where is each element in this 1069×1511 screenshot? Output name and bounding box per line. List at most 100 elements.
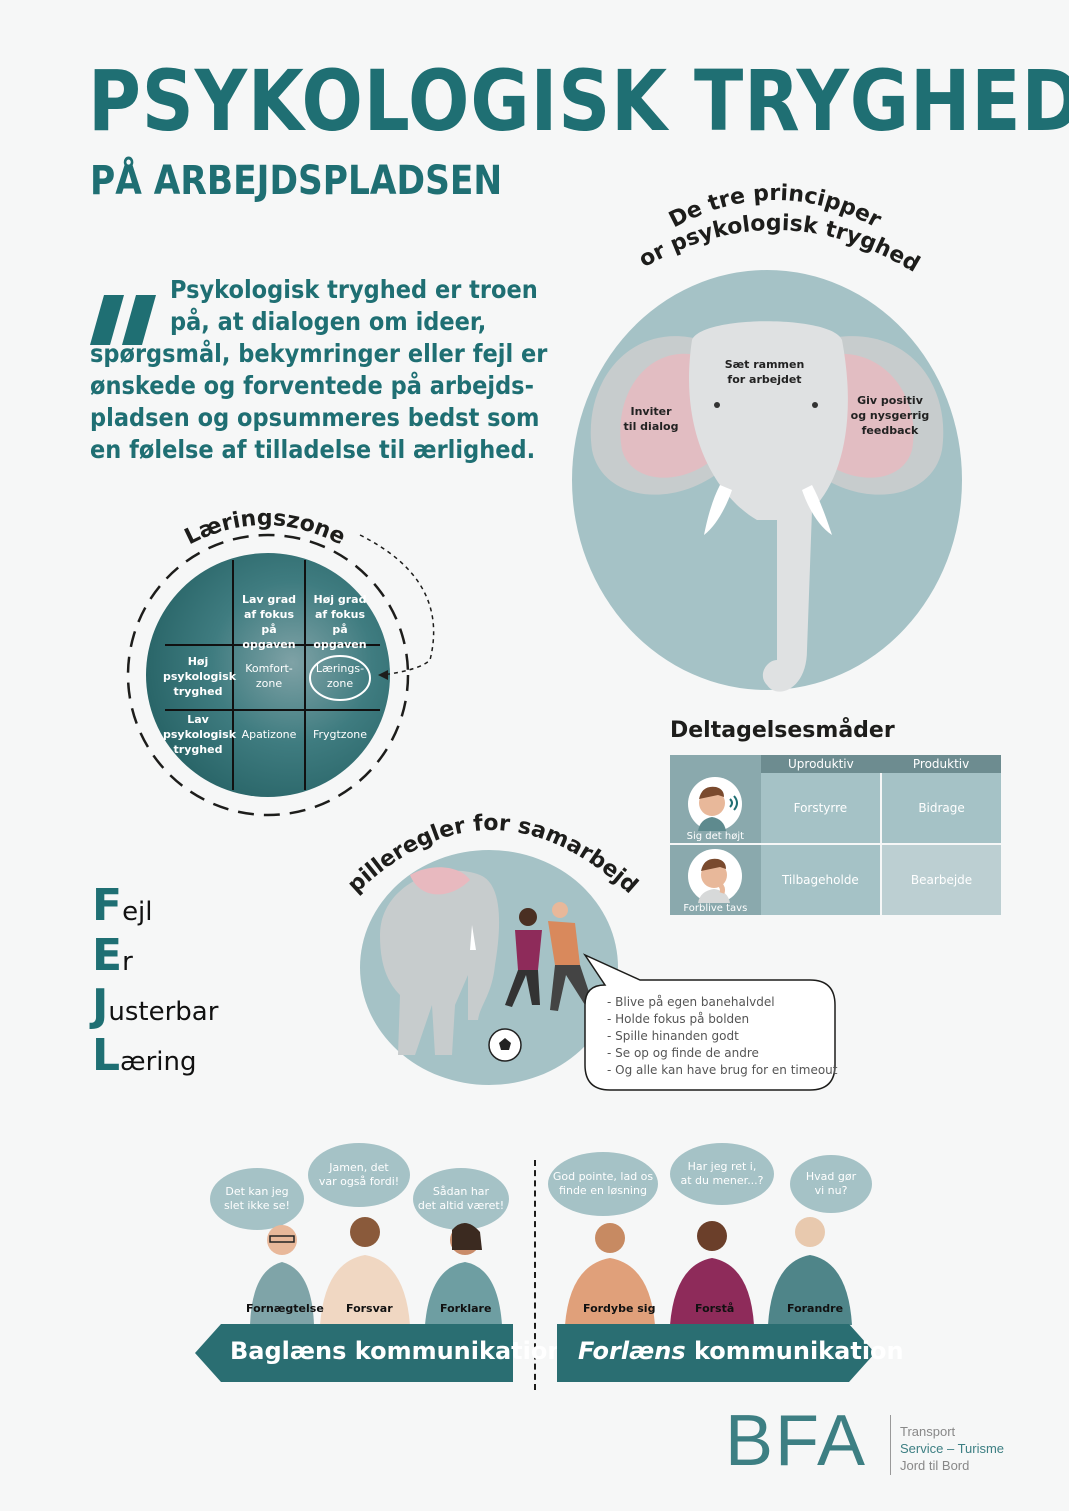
eye-icon	[812, 402, 818, 408]
person-head-icon	[519, 908, 537, 926]
cell-withhold: Tilbageholde	[760, 844, 883, 915]
principle-frame-line: for arbejdet	[727, 372, 802, 386]
principle-feedback-line: og nysgerrig	[850, 408, 930, 422]
person-label-understand: Forstå	[695, 1302, 735, 1315]
silent-person-avatar	[688, 848, 743, 903]
quote-line: spørgsmål, bekymringer eller fejl er	[90, 339, 548, 368]
principle-frame-line: Sæt rammen	[724, 358, 805, 371]
logo-line: Service – Turisme	[900, 1441, 1005, 1456]
person-head-icon	[595, 1223, 625, 1253]
zone-row-high-safety-line: psykologisk	[163, 669, 237, 683]
quote-line: ønskede og forventede på arbejds-	[90, 371, 534, 400]
comfort-zone-line: zone	[255, 676, 283, 690]
stay-silent-label: Forblive tavs	[683, 902, 748, 914]
forward-communication-label: Forlæns kommunikation	[578, 1337, 904, 1365]
elephant-football-illustration	[380, 867, 592, 1062]
comfort-zone-line: Komfort-	[245, 662, 293, 675]
speech-line: Sådan har	[432, 1184, 490, 1198]
zone-col-low-focus: Lav grad af fokus på opgaven	[236, 593, 302, 652]
speech-bubble-understand: Har jeg ret i,at du mener...?	[670, 1143, 774, 1205]
zone-col-high-focus-line: af fokus på	[314, 607, 366, 636]
thinking-person-icon	[698, 858, 731, 903]
felj-letter: J	[92, 980, 109, 1031]
quote-text: Psykologisk tryghed er troen på, at dial…	[90, 275, 548, 467]
zone-col-high-focus-line: Høj grad	[313, 593, 367, 606]
page-title: PSYKOLOGISK TRYGHED	[88, 52, 1069, 150]
felj-rest: usterbar	[108, 997, 219, 1027]
zone-row-high-safety: Høj psykologisk tryghed	[163, 655, 237, 700]
person-label-change: Forandre	[787, 1302, 844, 1315]
zone-row-low-safety-line: tryghed	[173, 742, 223, 756]
column-header-unproductive: Uproduktiv	[760, 755, 882, 773]
zone-col-low-focus-line: opgaven	[242, 637, 296, 651]
logo-tagline: Transport Service – Turisme Jord til Bor…	[900, 1423, 1004, 1474]
person-label-explain: Forklare	[440, 1302, 492, 1315]
quote-line: en følelse af tilladelse til ærlighed.	[90, 435, 536, 464]
cell-disrupt: Forstyrre	[760, 773, 883, 845]
logo-divider	[890, 1415, 891, 1475]
cell-process: Bearbejde	[881, 844, 1001, 915]
person-head-icon	[350, 1217, 380, 1247]
speech-line: God pointe, lad os	[552, 1169, 654, 1183]
speech-line: at du mener...?	[680, 1174, 764, 1187]
comfort-zone: Komfort- zone	[236, 662, 302, 692]
forward-rest: kommunikation	[685, 1337, 904, 1365]
speech-line: det altid været!	[417, 1199, 505, 1212]
learning-zone-cell-line: zone	[326, 676, 354, 690]
rules-list: - Blive på egen banehalvdel - Holde foku…	[607, 994, 837, 1079]
zone-row-low-safety-line: Lav	[187, 713, 209, 726]
rule-item: - Og alle kan have brug for en timeout	[607, 1063, 838, 1077]
person-label-denial: Fornægtelse	[246, 1302, 324, 1315]
speech-line: Har jeg ret i,	[687, 1159, 757, 1173]
person-head-icon	[697, 1221, 727, 1251]
felj-rest: r	[122, 947, 133, 977]
svg-text:Læringszone: Læringszone	[181, 506, 349, 550]
felj-word: Er	[92, 930, 218, 981]
speech-line: var også fordi!	[318, 1175, 400, 1188]
principle-invite-line: til dialog	[623, 419, 679, 433]
backward-communication-label: Baglæns kommunikation	[230, 1337, 565, 1365]
zone-col-low-focus-line: af fokus på	[243, 607, 295, 636]
column-header-productive: Produktiv	[881, 755, 1001, 773]
backward-arrow	[195, 1324, 513, 1382]
rule-item: - Blive på egen banehalvdel	[607, 995, 775, 1009]
zone-row-high-safety-line: tryghed	[173, 684, 223, 698]
speech-line: vi nu?	[814, 1184, 848, 1197]
row-stay-silent: Forblive tavs	[670, 844, 761, 915]
speech-line: slet ikke se!	[224, 1199, 290, 1212]
felj-letter: E	[92, 930, 123, 981]
principle-invite: Inviter til dialog	[616, 405, 686, 435]
logo-line: Jord til Bord	[900, 1458, 970, 1473]
felj-word: Læring	[92, 1030, 218, 1081]
communication-divider	[534, 1160, 536, 1390]
apathy-zone: Apatizone	[241, 728, 297, 741]
table-corner	[670, 755, 761, 773]
felj-letter: F	[92, 880, 123, 931]
principle-invite-line: Inviter	[630, 405, 672, 418]
page-subtitle: PÅ ARBEJDSPLADSEN	[90, 158, 503, 204]
person-head-icon	[552, 902, 568, 918]
principle-feedback-line: feedback	[861, 423, 919, 437]
people-illustration	[250, 1217, 852, 1325]
row-speak-up: Sig det højt	[670, 773, 761, 845]
principle-frame: Sæt rammen for arbejdet	[722, 358, 807, 388]
felj-word: Justerbar	[92, 980, 219, 1031]
speak-up-label: Sig det højt	[686, 830, 745, 842]
bfa-logo: BFA	[725, 1401, 868, 1481]
person-head-icon	[267, 1225, 297, 1255]
learning-zone-heading: Læringszone	[181, 506, 349, 550]
logo-line: Transport	[900, 1424, 956, 1439]
zone-row-low-safety: Lav psykologisk tryghed	[163, 713, 236, 758]
speech-line: finde en løsning	[559, 1184, 647, 1197]
principle-feedback-line: Giv positiv	[857, 394, 923, 407]
felj-acronym: Fejl Er Justerbar Læring	[92, 880, 219, 1081]
eye-icon	[714, 402, 720, 408]
quote-mark-icon	[90, 262, 160, 372]
rules-speech-bubble	[582, 953, 836, 1091]
principles-heading: De tre principper for psykologisk tryghe…	[600, 170, 924, 278]
felj-word: Fejl	[92, 880, 218, 931]
speech-line: Det kan jeg	[225, 1184, 289, 1198]
